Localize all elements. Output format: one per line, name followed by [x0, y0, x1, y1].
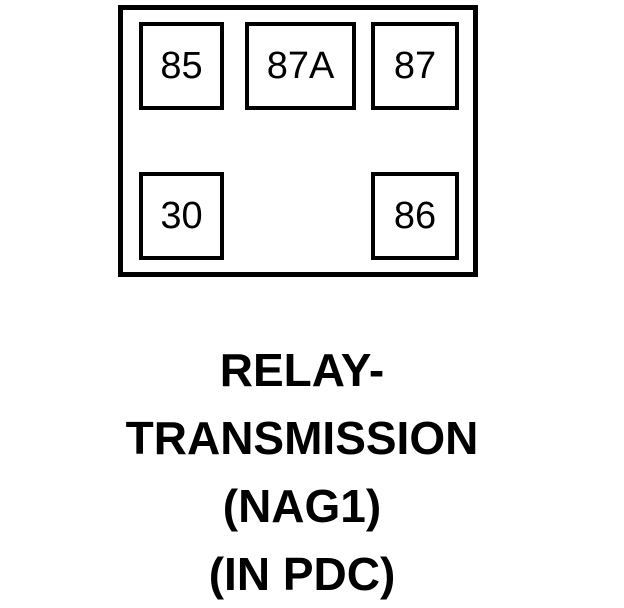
caption-line-4: (IN PDC) — [208, 548, 396, 600]
terminal-pin-87a[interactable]: 87A — [245, 22, 356, 110]
terminal-pin-85-label: 85 — [160, 45, 203, 87]
terminal-pin-85[interactable]: 85 — [139, 22, 224, 110]
terminal-pin-87a-label: 87A — [266, 45, 335, 87]
component-caption: RELAY- TRANSMISSION (NAG1) (IN PDC) — [0, 336, 604, 608]
terminal-pin-30-label: 30 — [160, 195, 203, 237]
terminal-pin-86[interactable]: 86 — [371, 172, 459, 260]
terminal-pin-86-label: 86 — [393, 195, 437, 237]
caption-line-2: TRANSMISSION — [125, 412, 479, 464]
terminal-pin-87-label: 87 — [393, 45, 437, 87]
terminal-pin-30[interactable]: 30 — [139, 172, 224, 260]
caption-line-1: RELAY- — [219, 344, 385, 396]
caption-line-3: (NAG1) — [222, 480, 382, 532]
terminal-pin-87[interactable]: 87 — [371, 22, 459, 110]
